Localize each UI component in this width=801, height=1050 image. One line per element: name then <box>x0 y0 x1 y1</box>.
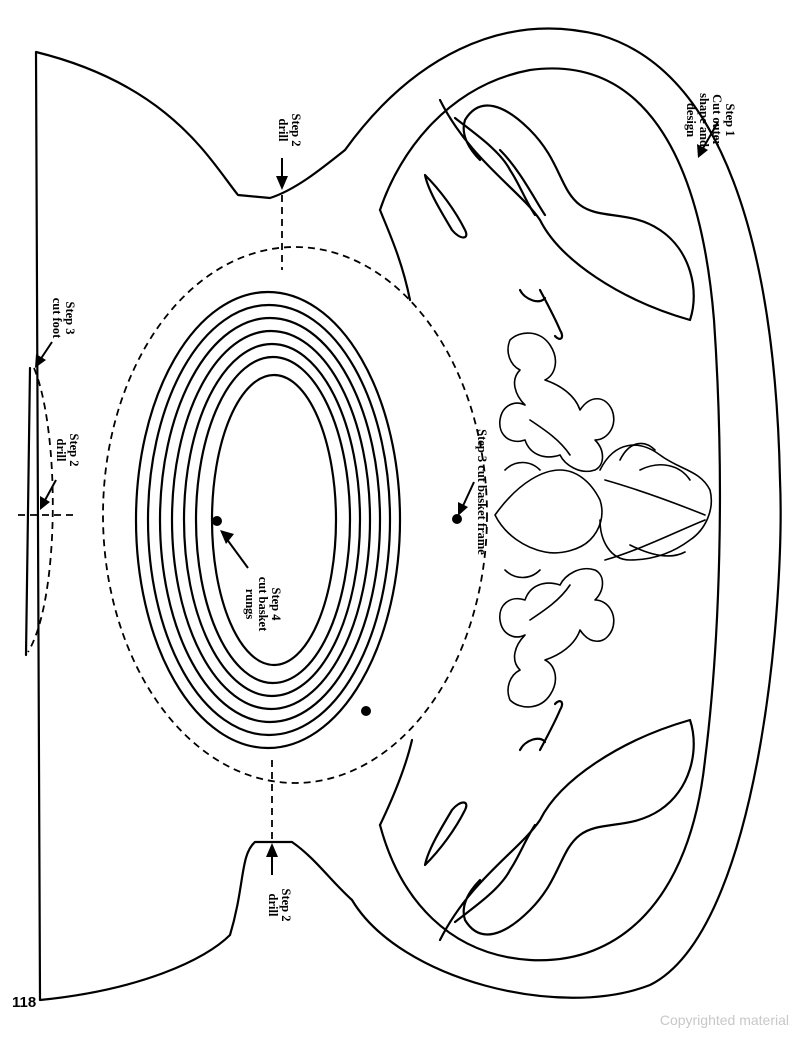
svg-text:Step 2: Step 2 <box>289 114 303 147</box>
svg-text:cut foot: cut foot <box>50 298 64 339</box>
upper-butterfly <box>423 98 695 340</box>
svg-text:Step 1: Step 1 <box>723 104 737 137</box>
svg-text:drill: drill <box>276 119 290 142</box>
arrow-step1 <box>701 121 719 151</box>
svg-text:cut basket: cut basket <box>256 577 270 632</box>
arrow-step4 <box>225 537 249 569</box>
drill-dot-center <box>212 516 222 526</box>
svg-text:Cut outer: Cut outer <box>710 94 724 146</box>
arrow-step3-foot <box>39 341 53 361</box>
label-step1: Step 1 Cut outer shape and design <box>684 93 737 147</box>
label-step4: Step 4 cut basket rungs <box>243 577 283 632</box>
lower-butterfly <box>423 700 695 942</box>
svg-text:Step 3 cut basket frame: Step 3 cut basket frame <box>475 429 489 555</box>
svg-text:Step 2: Step 2 <box>67 434 81 467</box>
arrow-step3-frame <box>461 481 475 509</box>
svg-text:shape and: shape and <box>697 93 711 147</box>
svg-text:Step 3: Step 3 <box>63 302 77 335</box>
arrowhead-step3-foot <box>35 354 46 368</box>
label-step3-foot: Step 3 cut foot <box>50 298 77 339</box>
arrowhead-step1 <box>697 144 708 158</box>
basket-frame-oval <box>102 246 488 784</box>
svg-text:rungs: rungs <box>243 589 257 620</box>
drill-dot-frame <box>452 514 462 524</box>
drill-dot-lower <box>361 706 371 716</box>
page-number: 118 <box>12 994 37 1011</box>
svg-text:Step 2: Step 2 <box>279 889 293 922</box>
svg-text:drill: drill <box>266 894 280 917</box>
arrowhead-step3-frame <box>458 502 468 516</box>
floral-ornament <box>494 332 712 708</box>
svg-text:drill: drill <box>54 439 68 462</box>
foot-cut-line <box>24 366 32 657</box>
foot-dashed-curve <box>27 367 54 653</box>
outer-outline <box>34 27 782 1002</box>
arrowhead-step4 <box>220 530 234 544</box>
frame-edge-bottom <box>378 738 414 827</box>
arrow-step2-left <box>43 479 57 503</box>
arrowhead-step2-top <box>276 176 288 190</box>
arrowhead-step2-bottom <box>266 843 278 857</box>
arrowhead-step2-left <box>40 496 50 510</box>
label-step2-top: Step 2 drill <box>276 114 303 147</box>
label-step2-left: Step 2 drill <box>54 434 81 467</box>
svg-text:design: design <box>684 103 698 137</box>
svg-text:Step 4: Step 4 <box>269 588 283 622</box>
frame-edge-top <box>378 208 412 302</box>
copyright-notice: Copyrighted material <box>659 1012 789 1028</box>
label-step3-frame: Step 3 cut basket frame <box>475 429 489 555</box>
basket-rungs <box>134 290 402 750</box>
label-step2-bottom: Step 2 drill <box>266 889 293 922</box>
inner-border <box>378 67 722 962</box>
